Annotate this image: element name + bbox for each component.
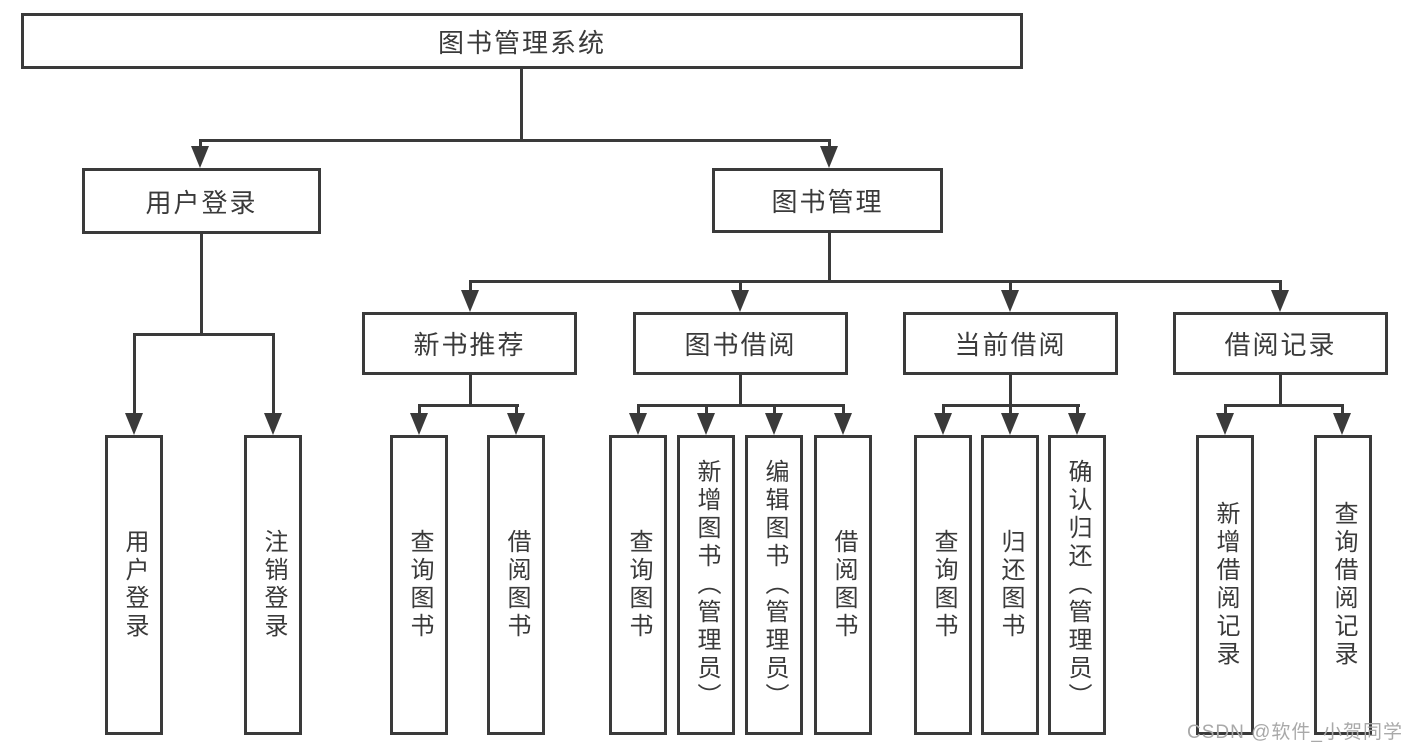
leaf-bb-edit-books-admin-label: 编辑图书（管理员） xyxy=(761,459,788,711)
arrowhead-bb-borrow xyxy=(834,413,852,435)
leaf-bb-edit-books-admin: 编辑图书（管理员） xyxy=(745,435,803,735)
arrowhead-nb-borrow xyxy=(507,413,525,435)
leaf-bb-query-books: 查询图书 xyxy=(609,435,667,735)
leaf-bb-borrow-books-label: 借阅图书 xyxy=(830,529,857,641)
arrowhead-current-borrow xyxy=(1001,290,1019,312)
connector-user-login-stem xyxy=(200,234,203,335)
connector-drop-bb-add xyxy=(705,404,708,414)
connector-level2-rail xyxy=(199,139,830,142)
connector-nb-stem xyxy=(469,375,472,406)
connector-drop-bb-query xyxy=(637,404,640,414)
watermark: CSDN @软件_小贺同学 xyxy=(1187,722,1403,743)
connector-br-stem xyxy=(1279,375,1282,406)
arrowhead-book-borrow xyxy=(731,290,749,312)
connector-drop-user-login xyxy=(199,139,202,148)
node-borrow-record-label: 借阅记录 xyxy=(1224,330,1337,360)
connector-drop-cb-query xyxy=(942,404,945,414)
leaf-cb-query-books: 查询图书 xyxy=(914,435,972,735)
arrowhead-br-query xyxy=(1333,413,1351,435)
arrowhead-bb-query xyxy=(629,413,647,435)
connector-root-stem xyxy=(520,69,523,142)
node-current-borrow-label: 当前借阅 xyxy=(954,330,1067,360)
connector-cb-stem xyxy=(1009,375,1012,406)
connector-bb-rail xyxy=(637,404,845,407)
arrowhead-book-management xyxy=(820,146,838,168)
arrowhead-leaf-user-login xyxy=(125,413,143,435)
connector-drop-book-borrow xyxy=(739,280,742,291)
leaf-br-query-borrow-record: 查询借阅记录 xyxy=(1314,435,1372,735)
connector-drop-book-management xyxy=(828,139,831,148)
node-user-login: 用户登录 xyxy=(82,168,321,234)
connector-nb-rail xyxy=(418,404,519,407)
connector-drop-bb-borrow xyxy=(842,404,845,414)
leaf-cb-query-books-label: 查询图书 xyxy=(930,529,957,641)
leaf-cb-return-books-label: 归还图书 xyxy=(997,529,1024,641)
leaf-bb-borrow-books: 借阅图书 xyxy=(814,435,872,735)
connector-drop-new-book-recommend xyxy=(469,280,472,291)
leaf-nb-query-books-label: 查询图书 xyxy=(406,529,433,641)
leaf-nb-borrow-books: 借阅图书 xyxy=(487,435,545,735)
leaf-br-query-borrow-record-label: 查询借阅记录 xyxy=(1330,501,1357,669)
connector-book-management-stem xyxy=(828,233,831,282)
arrowhead-cb-return xyxy=(1001,413,1019,435)
leaf-logout: 注销登录 xyxy=(244,435,302,735)
node-new-book-recommend: 新书推荐 xyxy=(362,312,577,375)
arrowhead-nb-query xyxy=(410,413,428,435)
node-root-label: 图书管理系统 xyxy=(437,27,606,58)
leaf-bb-add-books-admin: 新增图书（管理员） xyxy=(677,435,735,735)
connector-drop-cb-return xyxy=(1009,404,1012,414)
leaf-bb-add-books-admin-label: 新增图书（管理员） xyxy=(693,459,720,711)
arrowhead-borrow-record xyxy=(1271,290,1289,312)
arrowhead-cb-confirm xyxy=(1068,413,1086,435)
arrowhead-bb-add xyxy=(697,413,715,435)
connector-drop-leaf-logout xyxy=(272,333,275,414)
arrowhead-user-login xyxy=(191,146,209,168)
connector-drop-leaf-user-login xyxy=(133,333,136,414)
connector-drop-br-add xyxy=(1224,404,1227,414)
arrowhead-cb-query xyxy=(934,413,952,435)
leaf-user-login-label: 用户登录 xyxy=(121,529,148,641)
node-book-borrow-label: 图书借阅 xyxy=(684,330,797,360)
leaf-nb-query-books: 查询图书 xyxy=(390,435,448,735)
leaf-cb-confirm-return-admin-label: 确认归还（管理员） xyxy=(1064,459,1091,711)
connector-drop-br-query xyxy=(1341,404,1344,414)
node-borrow-record: 借阅记录 xyxy=(1173,312,1388,375)
connector-br-rail xyxy=(1224,404,1344,407)
connector-user-login-rail xyxy=(133,333,275,336)
arrowhead-leaf-logout xyxy=(264,413,282,435)
node-book-borrow: 图书借阅 xyxy=(633,312,848,375)
connector-drop-borrow-record xyxy=(1279,280,1282,291)
node-book-management-label: 图书管理 xyxy=(771,187,884,217)
node-current-borrow: 当前借阅 xyxy=(903,312,1118,375)
node-new-book-recommend-label: 新书推荐 xyxy=(413,330,526,360)
leaf-cb-confirm-return-admin: 确认归还（管理员） xyxy=(1048,435,1106,735)
node-root: 图书管理系统 xyxy=(21,13,1023,69)
connector-drop-nb-query xyxy=(418,404,421,414)
leaf-user-login: 用户登录 xyxy=(105,435,163,735)
connector-drop-cb-confirm xyxy=(1076,404,1079,414)
connector-drop-nb-borrow xyxy=(515,404,518,414)
leaf-nb-borrow-books-label: 借阅图书 xyxy=(503,529,530,641)
connector-drop-current-borrow xyxy=(1009,280,1012,291)
node-user-login-label: 用户登录 xyxy=(145,187,258,218)
connector-bb-stem xyxy=(739,375,742,406)
leaf-bb-query-books-label: 查询图书 xyxy=(625,529,652,641)
leaf-logout-label: 注销登录 xyxy=(260,529,287,641)
leaf-cb-return-books: 归还图书 xyxy=(981,435,1039,735)
leaf-br-add-borrow-record-label: 新增借阅记录 xyxy=(1212,501,1239,669)
connector-drop-bb-edit xyxy=(773,404,776,414)
leaf-br-add-borrow-record: 新增借阅记录 xyxy=(1196,435,1254,735)
node-book-management: 图书管理 xyxy=(712,168,943,233)
arrowhead-new-book-recommend xyxy=(461,290,479,312)
connector-level3-rail xyxy=(469,280,1281,283)
arrowhead-bb-edit xyxy=(765,413,783,435)
arrowhead-br-add xyxy=(1216,413,1234,435)
